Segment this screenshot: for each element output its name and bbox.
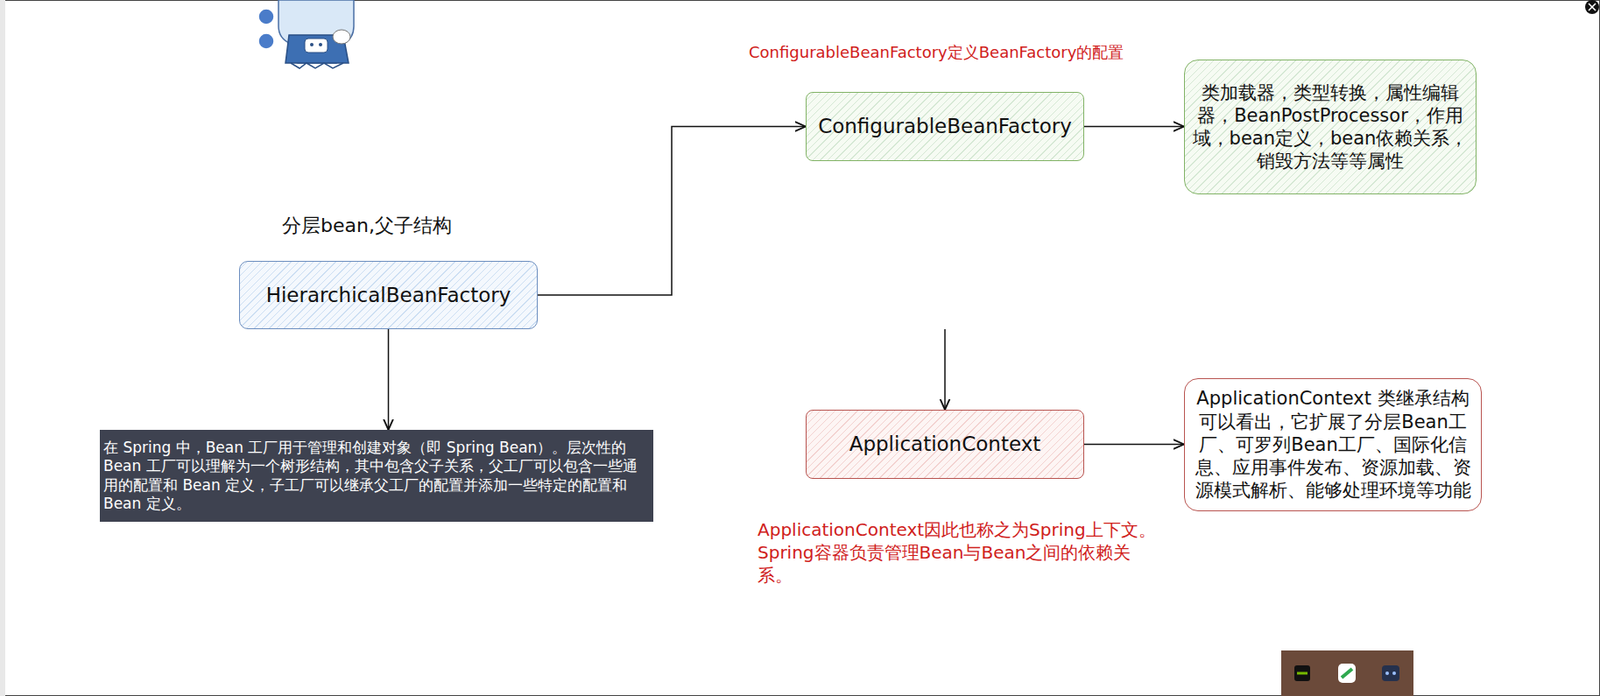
- taskbar-icons: [1281, 650, 1414, 696]
- node-text: ApplicationContext 类继承结构可以看出，它扩展了分层Bean工…: [1191, 387, 1474, 502]
- node-text: ApplicationContext: [849, 431, 1042, 458]
- left-edge: [0, 0, 6, 696]
- node-text: 类加载器，类型转换，属性编辑器，BeanPostProcessor，作用域，be…: [1191, 81, 1469, 174]
- note-box: 类加载器，类型转换，属性编辑器，BeanPostProcessor，作用域，be…: [1184, 59, 1477, 195]
- arrow-connector: [944, 329, 946, 410]
- arrow-connector: [1084, 126, 1185, 128]
- mascot-illustration: [258, 0, 354, 69]
- arrow-connector: [537, 126, 806, 297]
- arrow-connector: [1084, 444, 1185, 446]
- node-text: ConfigurableBeanFactory: [817, 113, 1072, 140]
- note-box: ApplicationContext 类继承结构可以看出，它扩展了分层Bean工…: [1184, 378, 1482, 512]
- node-text: HierarchicalBeanFactory: [266, 282, 512, 309]
- process-box: ConfigurableBeanFactory: [805, 91, 1085, 162]
- annotation-text: ConfigurableBeanFactory定义BeanFactory的配置: [748, 42, 1124, 63]
- arrow-connector: [387, 329, 390, 430]
- process-box: ApplicationContext: [805, 409, 1085, 480]
- node-text: 在 Spring 中，Bean 工厂用于管理和创建对象（即 Spring Bea…: [103, 438, 650, 514]
- process-box: HierarchicalBeanFactory: [239, 260, 538, 330]
- close-button: [1585, 0, 1600, 15]
- section-heading: 分层bean,父子结构: [281, 213, 452, 240]
- annotation-text: ApplicationContext因此也称之为Spring上下文。Spring…: [757, 518, 1161, 587]
- note-block: 在 Spring 中，Bean 工厂用于管理和创建对象（即 Spring Bea…: [99, 429, 654, 522]
